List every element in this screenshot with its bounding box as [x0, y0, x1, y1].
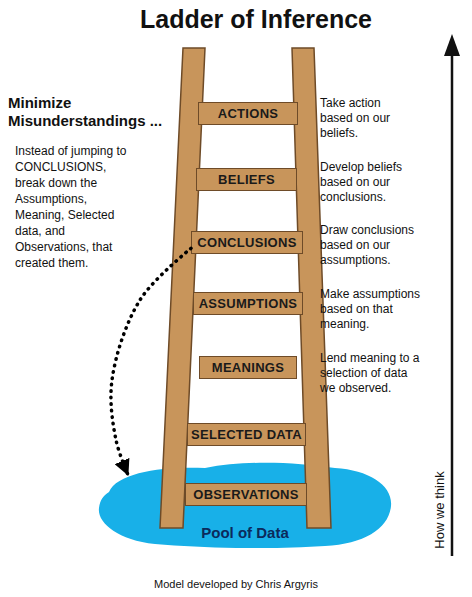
- node-text: MEANINGS: [212, 360, 284, 375]
- node-text: ACTIONS: [218, 106, 279, 121]
- node-text: BELIEFS: [218, 172, 275, 187]
- credit-caption: Model developed by Chris Argyris: [0, 578, 472, 590]
- step-description: Lend meaning to a selection of data we o…: [320, 351, 420, 396]
- node-text: SELECTED DATA: [191, 427, 302, 442]
- node-text: OBSERVATIONS: [193, 487, 298, 502]
- node-text: Pool of Data: [95, 524, 395, 541]
- ladder-rung: OBSERVATIONS: [185, 483, 307, 506]
- ladder-rung: ACTIONS: [198, 102, 298, 125]
- node-text: CONCLUSIONS: [197, 235, 296, 250]
- step-description: Take action based on our beliefs.: [320, 96, 405, 141]
- diagram-title: Ladder of Inference: [140, 5, 372, 34]
- ladder-rung: CONCLUSIONS: [191, 231, 303, 254]
- dotted-arrow: [111, 248, 191, 475]
- direction-arrow-shaft: [451, 52, 454, 556]
- step-description: Develop beliefs based on our conclusions…: [320, 160, 412, 205]
- direction-arrow-head: [444, 34, 460, 56]
- callout-note: Instead of jumping to CONCLUSIONS, break…: [15, 143, 135, 271]
- ladder-rung: BELIEFS: [196, 168, 297, 191]
- step-description: Make assumptions based on that meaning.: [320, 287, 425, 332]
- ladder-rung: MEANINGS: [199, 356, 297, 379]
- step-description: Draw conclusions based on our assumption…: [320, 223, 420, 268]
- ladder-rung: SELECTED DATA: [187, 423, 306, 446]
- callout-heading: Minimize Misunderstandings ...: [8, 94, 178, 130]
- axis-label: How we think: [432, 460, 448, 560]
- node-text: ASSUMPTIONS: [199, 296, 298, 311]
- ladder-rung: ASSUMPTIONS: [193, 292, 303, 315]
